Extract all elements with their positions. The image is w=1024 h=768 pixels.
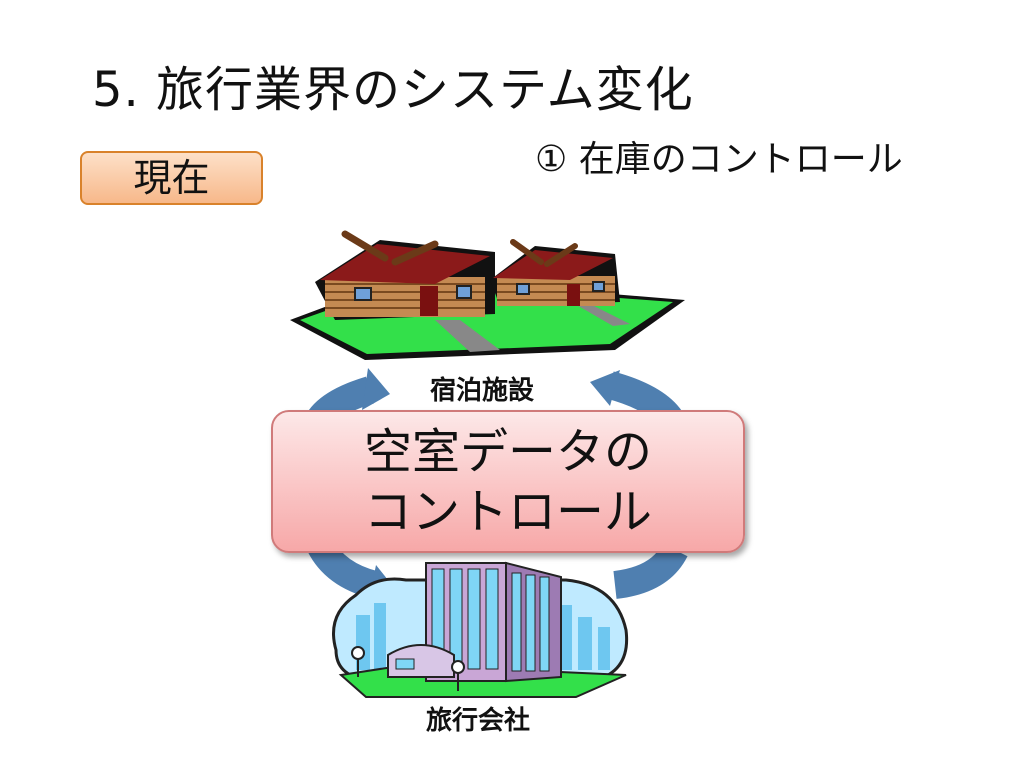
travel-agency-label: 旅行会社 (426, 706, 531, 736)
slide-title: 5. 旅行業界のシステム変化 (92, 62, 694, 118)
log-cabins-icon (290, 230, 685, 360)
lodging-label: 宿泊施設 (430, 376, 535, 406)
center-box-line1: 空室データの (363, 423, 652, 480)
vacancy-control-box: 空室データの コントロール (271, 410, 745, 553)
slide-subtitle: ① 在庫のコントロール (535, 139, 903, 180)
current-badge: 現在 (80, 151, 263, 205)
center-box-line2: コントロール (363, 483, 652, 540)
office-building-icon (332, 561, 629, 698)
